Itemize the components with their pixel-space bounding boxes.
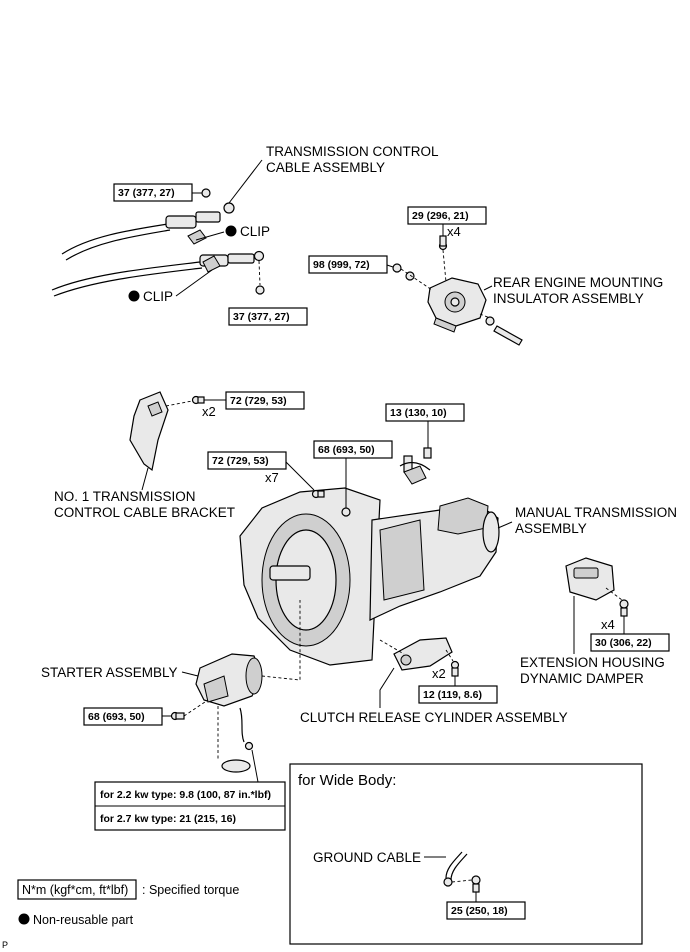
nonreusable-marker-lower <box>128 290 140 302</box>
torque-ground: 25 (250, 18) <box>451 905 508 917</box>
manual-transmission <box>239 447 500 666</box>
control-cable-bracket <box>129 391 205 472</box>
rear-mounting-label-1: REAR ENGINE MOUNTING <box>493 275 663 290</box>
ground-cable-label: GROUND CABLE <box>313 850 421 865</box>
qty-clutch-bolt: x2 <box>432 666 446 681</box>
torque-damper: 30 (306, 22) <box>595 637 652 649</box>
qty-damper-bolt: x4 <box>601 617 615 632</box>
legend-nonreusable-marker <box>18 913 30 925</box>
torque-box-center-nut <box>313 440 393 459</box>
legend-nonreusable-desc: Non-reusable part <box>33 913 134 927</box>
torque-bracket: 72 (729, 53) <box>230 395 287 407</box>
clip-upper-label: CLIP <box>240 224 270 239</box>
bellhousing-bolt <box>311 489 325 499</box>
dynamic-damper <box>565 557 629 617</box>
legend-torque-box <box>17 879 137 900</box>
footer-code: P <box>2 940 8 950</box>
transmission-control-cable-label-2: CABLE ASSEMBLY <box>266 160 385 175</box>
qty-bracket-bolt: x2 <box>202 404 216 419</box>
torque-box-mount-left <box>308 255 388 274</box>
manual-transmission-label-2: ASSEMBLY <box>515 521 587 536</box>
torque-starter-27kw: for 2.7 kw type: 21 (215, 16) <box>100 813 236 825</box>
torque-clutch: 12 (119, 8.6) <box>423 689 482 701</box>
transmission-control-cable <box>51 202 265 297</box>
cable-nut-top <box>201 188 211 198</box>
qty-bellhousing-bolt: x7 <box>265 470 279 485</box>
clutch-release-cylinder <box>379 637 460 677</box>
legend-torque-desc: : Specified torque <box>142 883 239 897</box>
starter-assembly <box>170 653 263 773</box>
bracket-label-2: CONTROL CABLE BRACKET <box>54 505 235 520</box>
cable-nut-bottom <box>255 260 265 295</box>
torque-box-damper <box>590 633 670 652</box>
clutch-release-label: CLUTCH RELEASE CYLINDER ASSEMBLY <box>300 710 568 725</box>
torque-starter-22kw: for 2.2 kw type: 9.8 (100, 87 in.*lbf) <box>100 789 271 801</box>
damper-label-1: EXTENSION HOUSING <box>520 655 665 670</box>
torque-starter: 68 (693, 50) <box>88 711 145 723</box>
center-nut <box>341 507 351 517</box>
torque-cable-bottom: 37 (377, 27) <box>233 311 290 323</box>
clip-upper-leader <box>195 231 225 241</box>
rear-engine-mounting-insulator <box>392 235 523 346</box>
rear-mounting-label-2: INSULATOR ASSEMBLY <box>493 291 644 306</box>
wide-body-title: for Wide Body: <box>298 772 396 789</box>
torque-center-nut: 68 (693, 50) <box>318 444 375 456</box>
ground-cable <box>443 851 481 893</box>
legend-torque-unit: N*m (kgf*cm, ft*lbf) <box>22 883 128 897</box>
cable-leader <box>228 159 263 204</box>
torque-top-bolt: 13 (130, 10) <box>390 407 447 419</box>
torque-mount-left: 98 (999, 72) <box>313 259 370 271</box>
nonreusable-marker-upper <box>225 225 237 237</box>
qty-mount-bolt: x4 <box>447 224 461 239</box>
torque-box-ground <box>446 901 526 920</box>
torque-box-top-bolt <box>385 403 465 422</box>
transmission-control-cable-label-1: TRANSMISSION CONTROL <box>266 144 439 159</box>
starter-label: STARTER ASSEMBLY <box>41 665 178 680</box>
torque-mount-top: 29 (296, 21) <box>412 210 469 222</box>
torque-box-clutch <box>418 685 498 704</box>
damper-label-2: DYNAMIC DAMPER <box>520 671 644 686</box>
torque-box-bellhousing <box>207 451 287 470</box>
clip-lower-label: CLIP <box>143 289 173 304</box>
manual-transmission-label-1: MANUAL TRANSMISSION <box>515 505 677 520</box>
starter-guide <box>261 600 301 681</box>
torque-cable-top: 37 (377, 27) <box>118 187 175 199</box>
torque-box-cable-bottom <box>228 307 308 326</box>
bracket-label-1: NO. 1 TRANSMISSION <box>54 489 196 504</box>
torque-bellhousing: 72 (729, 53) <box>212 455 269 467</box>
clip-lower-leader <box>175 269 213 297</box>
torque-box-mount-top <box>407 206 487 225</box>
